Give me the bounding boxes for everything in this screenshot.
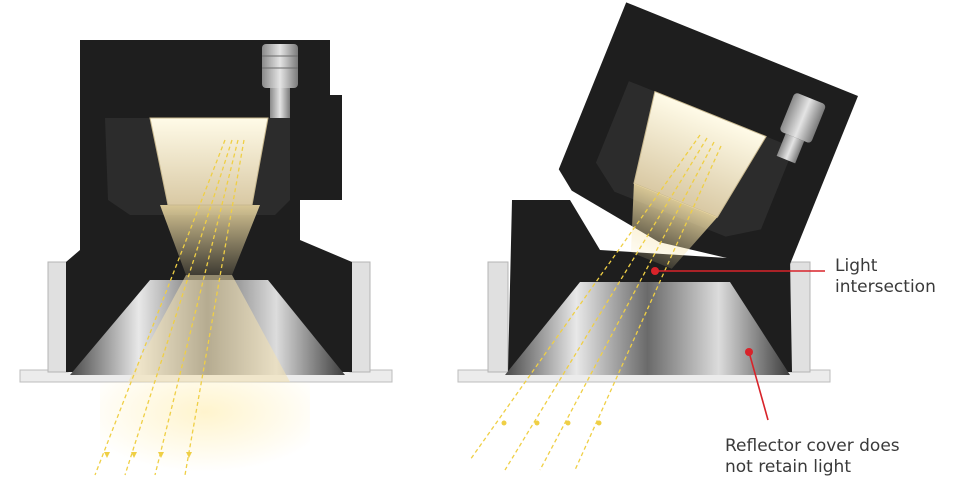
right-light-beam bbox=[630, 183, 718, 269]
right-reflector bbox=[505, 282, 790, 375]
left-frame-side-right bbox=[349, 261, 371, 373]
left-light-ray-arrow-icons bbox=[104, 452, 192, 458]
reflector-marker-dot bbox=[745, 348, 753, 356]
left-light-beam-lower bbox=[128, 275, 290, 382]
right-cable-gland-icon bbox=[776, 93, 826, 164]
left-light-rays bbox=[94, 139, 245, 476]
intersection-label-line1: Light bbox=[835, 256, 878, 276]
intersection-label: Light intersection bbox=[835, 256, 936, 298]
reflector-label-line2: not retain light bbox=[725, 457, 851, 477]
left-lens bbox=[149, 117, 269, 206]
left-light-beam-upper bbox=[160, 205, 260, 275]
right-luminaire bbox=[457, 2, 858, 471]
right-light-ray-arrow-icons bbox=[501, 420, 602, 426]
left-frame-side-left bbox=[47, 261, 69, 373]
right-light-rays bbox=[469, 134, 722, 471]
intersection-label-line2: intersection bbox=[835, 277, 936, 297]
left-cable-gland-icon bbox=[262, 44, 298, 118]
annotation-leaders bbox=[651, 267, 825, 421]
left-luminaire bbox=[19, 40, 393, 482]
right-frame-side-left bbox=[487, 261, 509, 373]
reflector-leader-line bbox=[748, 351, 769, 421]
left-output-glow bbox=[100, 382, 310, 482]
reflector-label: Reflector cover does not retain light bbox=[725, 436, 900, 478]
reflector-label-line1: Reflector cover does bbox=[725, 436, 900, 456]
intersection-marker-dot bbox=[651, 267, 659, 275]
right-frame-side-right bbox=[789, 261, 811, 373]
